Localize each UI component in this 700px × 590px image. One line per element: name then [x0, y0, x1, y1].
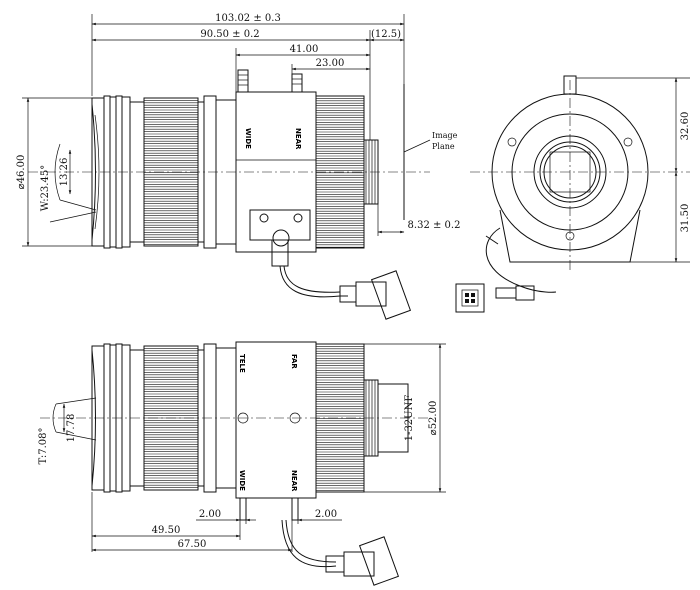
- dim-flange: 90.50 ± 0.2: [200, 29, 259, 40]
- zoom-knurl-texture: [144, 100, 198, 245]
- dim-49-50: 49.50: [152, 525, 181, 536]
- dim-thread: 1-32UNF: [404, 395, 415, 442]
- top-side-view: WIDE NEAR Image Plane: [28, 69, 458, 320]
- dim-17-78: 17.78: [66, 414, 77, 443]
- dim-31-50: 31.50: [680, 204, 691, 233]
- label-far: FAR: [290, 354, 298, 369]
- label-near-top: NEAR: [294, 128, 302, 150]
- dim-41: 41.00: [290, 44, 319, 55]
- top-dimensions: 103.02 ± 0.3 90.50 ± 0.2 (12.5) 41.00 23…: [16, 13, 461, 247]
- dim-diameter-52: ⌀52.00: [428, 401, 439, 436]
- label-near-bottom: NEAR: [290, 470, 298, 492]
- iris-connector-block: [249, 209, 311, 241]
- dim-angle-w: W:23.45°: [40, 165, 51, 211]
- front-glass: [91, 103, 96, 241]
- dim-13-26: 13.26: [59, 158, 70, 187]
- image-plane-label-2: Plane: [432, 142, 455, 151]
- dim-2-00-a: 2.00: [199, 509, 221, 520]
- focus-thumbscrew: [291, 73, 303, 93]
- front-plug: [455, 283, 485, 313]
- bottom-plug: [358, 536, 400, 586]
- front-thumbscrew: [563, 75, 577, 95]
- label-tele: TELE: [238, 354, 246, 373]
- bottom-body: [235, 341, 317, 499]
- front-cable: [485, 227, 557, 293]
- dim-2-00-b: 2.00: [315, 509, 337, 520]
- zoom-thumbscrew: [237, 69, 249, 93]
- zoom-knurl-ring: [143, 97, 199, 247]
- dim-diameter-46: ⌀46.00: [16, 155, 27, 190]
- image-plane-label-1: Image: [432, 131, 458, 140]
- front-view: [455, 75, 690, 313]
- bottom-dimensions: T:7.08° 17.78 ⌀52.00 1-32UNF 2.00 2.00 4…: [38, 343, 446, 552]
- label-wide-top: WIDE: [244, 128, 252, 149]
- plug: [355, 281, 387, 307]
- c-mount-thread: [363, 139, 379, 205]
- dim-23: 23.00: [316, 58, 345, 69]
- dim-back-focus: 8.32 ± 0.2: [408, 220, 461, 231]
- dim-67-50: 67.50: [178, 539, 207, 550]
- cable: [279, 265, 348, 298]
- bottom-thread: [377, 383, 409, 453]
- focus-knurl-texture: [316, 98, 364, 248]
- bottom-view: TELE FAR WIDE NEAR: [40, 341, 430, 586]
- front-lens-aperture: [543, 145, 597, 199]
- front-base: [499, 209, 641, 263]
- front-dimensions: 32.60 31.50: [576, 77, 691, 263]
- dim-overall: 103.02 ± 0.3: [215, 13, 281, 24]
- label-wide-bottom: WIDE: [238, 470, 246, 491]
- dim-32-60: 32.60: [680, 112, 691, 141]
- dim-angle-t: T:7.08°: [38, 428, 49, 465]
- dim-back: (12.5): [371, 29, 401, 40]
